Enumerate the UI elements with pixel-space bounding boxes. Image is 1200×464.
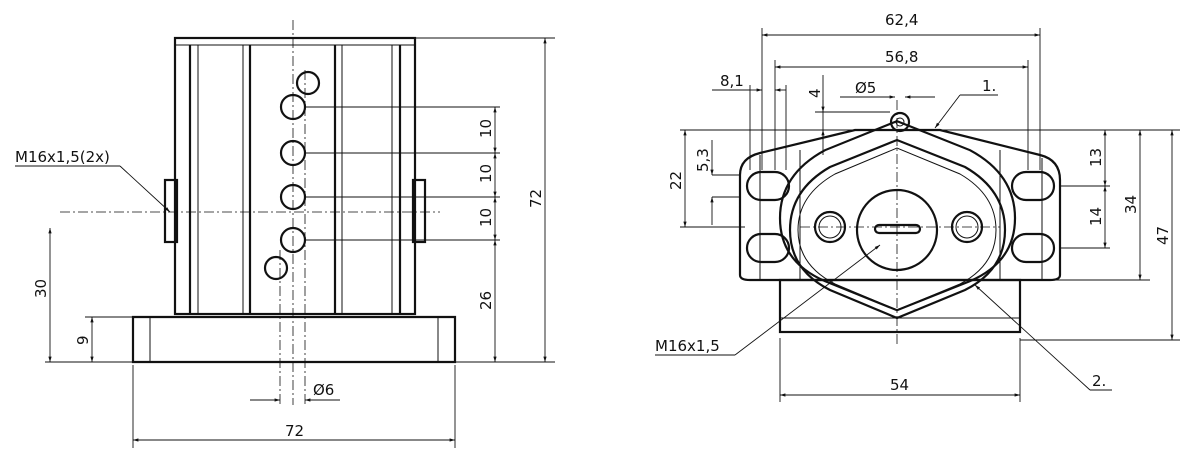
- dim-47: 47: [1154, 226, 1172, 245]
- dim-pitch-2: 10: [477, 164, 495, 183]
- thread-label-side: M16x1,5: [655, 337, 720, 355]
- front-view: M16x1,5(2x) 30 9 72 Ø6 10 10 10 26 72: [15, 20, 555, 448]
- dim-dia5: Ø5: [855, 79, 876, 97]
- dim-30: 30: [32, 279, 50, 298]
- dim-height-72: 72: [527, 189, 545, 208]
- dim-hole-dia: Ø6: [313, 381, 334, 399]
- vent-plug: [889, 111, 911, 133]
- dim-5-3: 5,3: [694, 148, 712, 172]
- side-view: 62,4 56,8 8,1 Ø5 4 1. 22 5,3 13 14 34 47…: [655, 11, 1180, 402]
- dim-pitch-1: 10: [477, 119, 495, 138]
- callout-1: 1.: [982, 77, 996, 95]
- dim-pitch-3: 10: [477, 208, 495, 227]
- dim-56-8: 56,8: [885, 48, 918, 66]
- dim-34: 34: [1122, 195, 1140, 214]
- dim-22: 22: [667, 171, 685, 190]
- dim-26: 26: [477, 291, 495, 310]
- dim-13: 13: [1087, 148, 1105, 167]
- hole-row: [263, 70, 321, 281]
- dim-9: 9: [74, 335, 92, 345]
- dim-4: 4: [806, 88, 824, 98]
- callout-2: 2.: [1092, 372, 1106, 390]
- dim-62-4: 62,4: [885, 11, 918, 29]
- thread-label-front: M16x1,5(2x): [15, 148, 110, 166]
- dim-width-72: 72: [285, 422, 304, 440]
- right-port: [411, 178, 427, 244]
- dim-14: 14: [1087, 207, 1105, 226]
- dim-54: 54: [890, 376, 909, 394]
- dim-8-1: 8,1: [720, 72, 744, 90]
